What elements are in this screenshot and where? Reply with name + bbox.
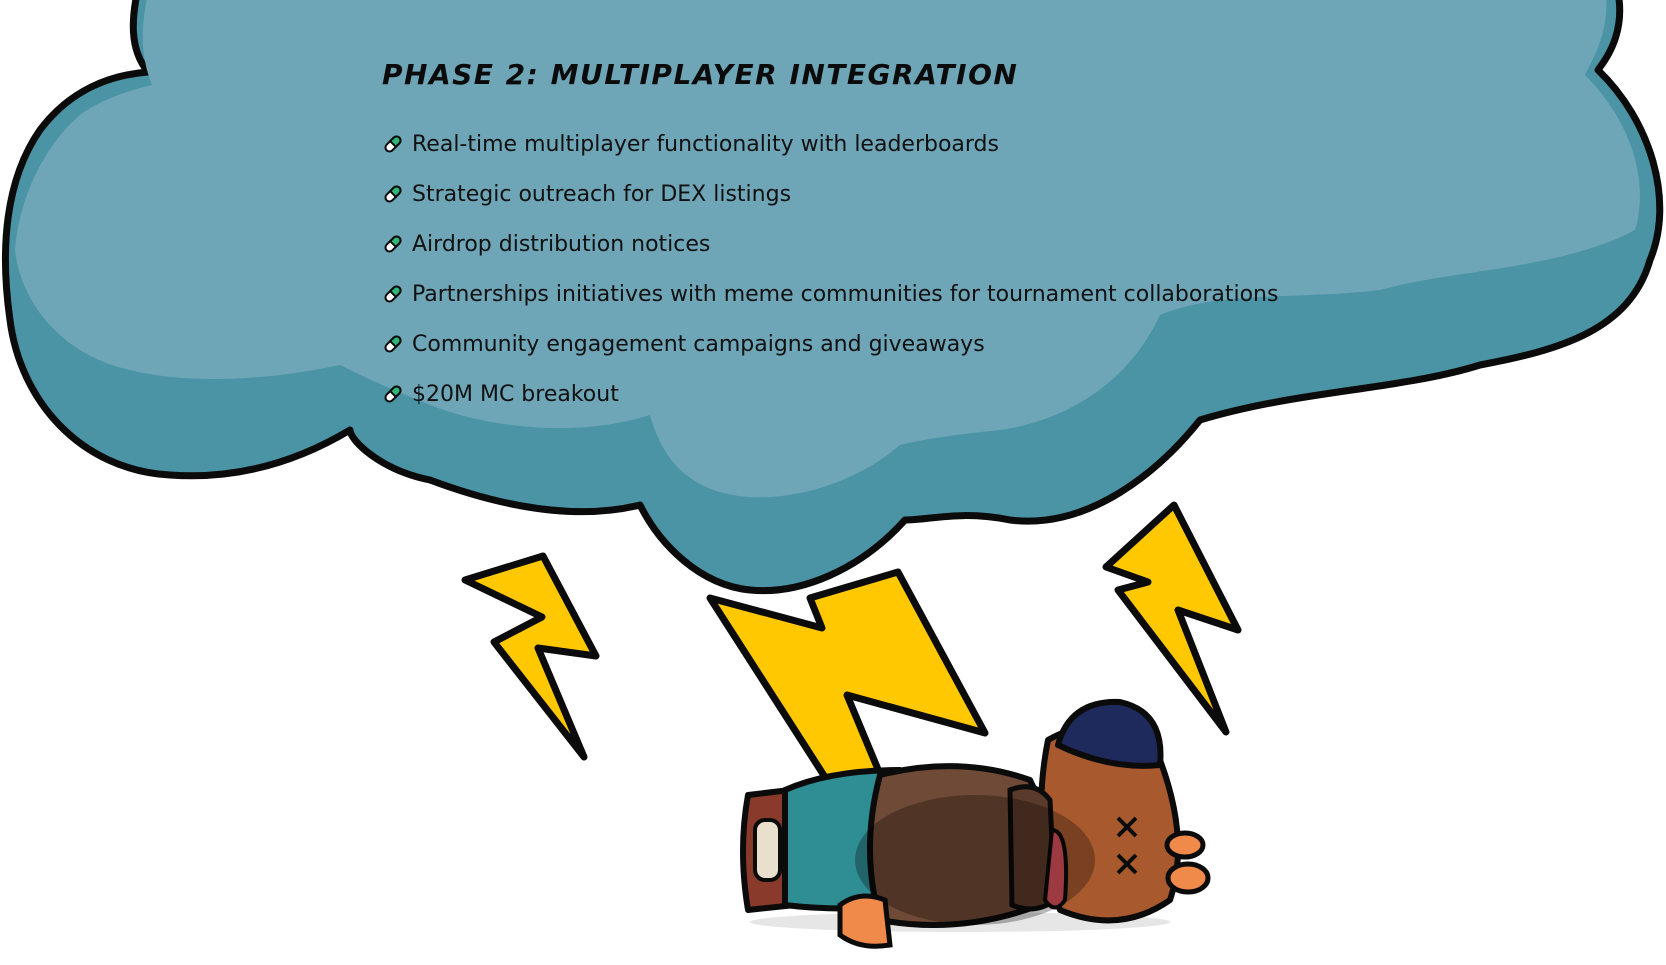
list-item: Strategic outreach for DEX listings xyxy=(382,169,1382,219)
list-item-text: Real-time multiplayer functionality with… xyxy=(412,131,999,157)
list-item-text: $20M MC breakout xyxy=(412,381,619,407)
list-item-text: Community engagement campaigns and givea… xyxy=(412,331,985,357)
list-item: Airdrop distribution notices xyxy=(382,219,1382,269)
lightning-bolt-left xyxy=(461,552,600,761)
phase-title: Phase 2: Multiplayer Integration xyxy=(382,58,1019,91)
lightning-bolt-right xyxy=(1102,501,1242,736)
pill-icon xyxy=(384,235,402,253)
list-item-text: Partnerships initiatives with meme commu… xyxy=(412,281,1279,307)
list-item-text: Strategic outreach for DEX listings xyxy=(412,181,792,207)
phase-items-list: Real-time multiplayer functionality with… xyxy=(382,119,1382,419)
pill-icon xyxy=(384,285,402,303)
list-item: Community engagement campaigns and givea… xyxy=(382,319,1382,369)
list-item-text: Airdrop distribution notices xyxy=(412,231,711,257)
list-item: Real-time multiplayer functionality with… xyxy=(382,119,1382,169)
pill-icon xyxy=(384,185,402,203)
list-item: $20M MC breakout xyxy=(382,369,1382,419)
roadmap-phase-card: Phase 2: Multiplayer Integration Real-ti… xyxy=(382,58,1382,419)
pill-icon xyxy=(384,335,402,353)
pill-icon xyxy=(384,135,402,153)
fallen-character-illustration xyxy=(740,698,1211,949)
pill-icon xyxy=(384,385,402,403)
list-item: Partnerships initiatives with meme commu… xyxy=(382,269,1382,319)
cloud-illustration xyxy=(1,0,1664,595)
